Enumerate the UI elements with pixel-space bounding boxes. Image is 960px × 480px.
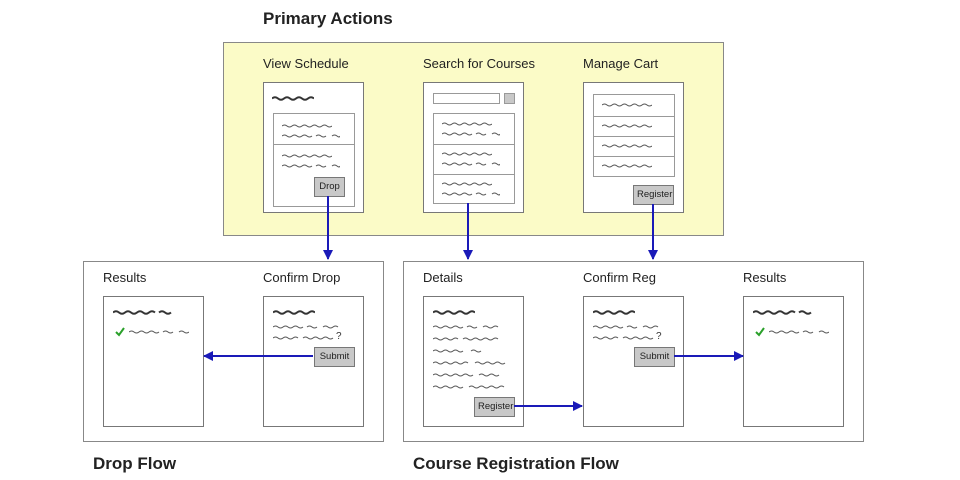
heading-scribble [593, 310, 635, 315]
confirm-drop-label: Confirm Drop [263, 270, 341, 285]
text-scribble [602, 164, 652, 168]
confirm-reg-screen: ? Submit [583, 296, 684, 427]
text-scribble [593, 325, 659, 329]
heading-scribble [113, 310, 172, 315]
manage-cart-screen: Register [583, 82, 684, 213]
text-scribble [282, 124, 332, 128]
primary-actions-title: Primary Actions [263, 9, 393, 28]
cart-list [593, 94, 675, 177]
text-scribble [273, 336, 334, 340]
question-mark: ? [336, 331, 342, 342]
details-label: Details [423, 270, 463, 285]
check-icon [755, 327, 765, 337]
list-divider [594, 116, 674, 117]
drop-results-screen [103, 296, 204, 427]
confirm-reg-label: Confirm Reg [583, 270, 656, 285]
text-scribble [442, 152, 492, 156]
manage-cart-label: Manage Cart [583, 56, 659, 71]
text-scribble [433, 385, 505, 389]
submit-drop-button[interactable]: Submit [314, 347, 355, 367]
text-scribble [433, 349, 482, 353]
list-divider [594, 156, 674, 157]
confirm-drop-screen: ? Submit [263, 296, 364, 427]
drop-button[interactable]: Drop [314, 177, 345, 197]
text-scribble [593, 336, 654, 340]
text-scribble [602, 103, 652, 107]
details-screen: Register [423, 296, 524, 427]
text-scribble [433, 337, 499, 341]
text-scribble [273, 325, 339, 329]
schedule-list [273, 113, 355, 207]
check-icon [115, 327, 125, 337]
list-divider [594, 136, 674, 137]
text-scribble [769, 330, 829, 334]
text-scribble [442, 122, 492, 126]
text-scribble [442, 182, 492, 186]
text-scribble [129, 330, 189, 334]
heading-scribble [433, 310, 475, 315]
search-courses-screen [423, 82, 524, 213]
reg-results-label: Results [743, 270, 787, 285]
text-scribble [602, 124, 652, 128]
reg-results-screen [743, 296, 844, 427]
list-divider [434, 144, 514, 145]
drop-flow-title: Drop Flow [93, 454, 177, 473]
text-scribble [433, 325, 499, 329]
heading-scribble [273, 310, 315, 315]
text-scribble [433, 361, 506, 365]
question-mark: ? [656, 331, 662, 342]
text-scribble [442, 132, 500, 136]
search-courses-label: Search for Courses [423, 56, 535, 71]
text-scribble [282, 164, 340, 168]
heading-scribble [272, 96, 314, 101]
text-scribble [433, 373, 500, 377]
drop-results-label: Results [103, 270, 147, 285]
search-input[interactable] [433, 93, 500, 104]
text-scribble [602, 144, 652, 148]
view-schedule-label: View Schedule [263, 56, 349, 71]
text-scribble [442, 192, 500, 196]
list-divider [434, 174, 514, 175]
heading-scribble [753, 310, 812, 315]
view-schedule-screen: Drop [263, 82, 364, 213]
text-scribble [282, 134, 340, 138]
search-button[interactable] [504, 93, 515, 104]
registration-flow-title: Course Registration Flow [413, 454, 619, 473]
text-scribble [442, 162, 500, 166]
course-results-list [433, 113, 515, 204]
text-scribble [282, 154, 332, 158]
list-divider [274, 144, 354, 145]
